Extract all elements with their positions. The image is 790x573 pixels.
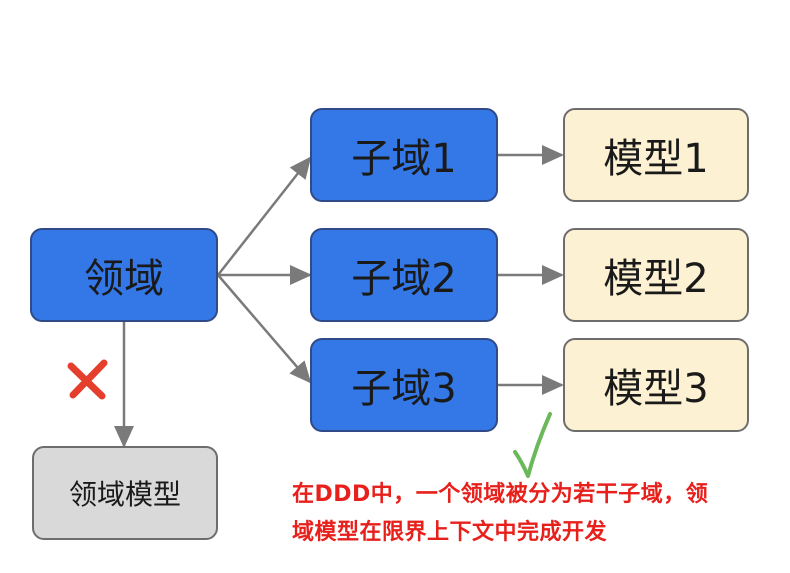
- subdomain-node-2: 子域2: [310, 228, 498, 322]
- subdomain-node-1: 子域1: [310, 108, 498, 202]
- domain-node: 领域: [30, 228, 218, 322]
- cross-icon: [67, 359, 108, 400]
- domain-model-node: 领域模型: [32, 446, 218, 540]
- model-node-3: 模型3: [563, 338, 749, 432]
- edge-domain-to-subdomain-3: [217, 274, 312, 384]
- ddd-note-line-2: 域模型在限界上下文中完成开发: [292, 520, 608, 545]
- model-node-1: 模型1: [563, 108, 749, 202]
- model-node-2: 模型2: [563, 228, 749, 322]
- ddd-note-line-1: 在DDD中，一个领域被分为若干子域，领: [292, 482, 709, 507]
- check-icon: [513, 412, 552, 478]
- subdomain-node-3: 子域3: [310, 338, 498, 432]
- edge-domain-to-subdomain-1: [217, 156, 312, 276]
- ddd-note: 在DDD中，一个领域被分为若干子域，领 域模型在限界上下文中完成开发: [292, 476, 784, 552]
